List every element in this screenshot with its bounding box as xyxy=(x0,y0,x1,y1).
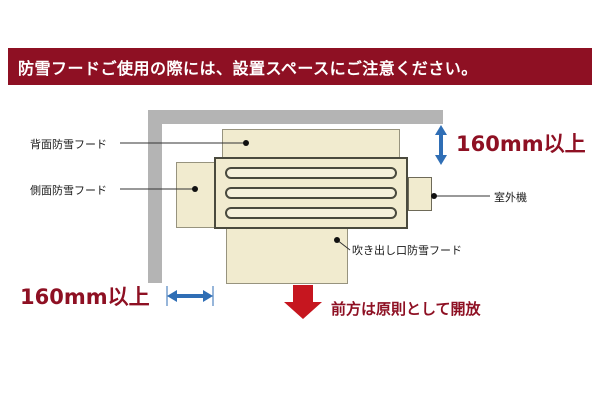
outdoor-unit-body xyxy=(214,157,408,229)
wall-top xyxy=(148,110,443,124)
outdoor-unit-tab xyxy=(408,177,432,211)
front-open-arrow xyxy=(284,285,322,319)
top-clearance-arrow xyxy=(435,125,447,165)
unit-grille-slat xyxy=(225,207,397,219)
outdoor-unit-label: 室外機 xyxy=(494,191,527,204)
unit-grille-slat xyxy=(225,167,397,179)
side-snow-hood xyxy=(176,162,215,228)
top-clearance-label: 160mm以上 xyxy=(456,132,586,156)
unit-grille-slat xyxy=(225,187,397,199)
side-hood-label: 側面防雪フード xyxy=(30,184,107,197)
blowout-hood-label: 吹き出し口防雪フード xyxy=(352,244,462,257)
blowout-snow-hood xyxy=(226,228,348,284)
warning-banner: 防雪フードご使用の際には、設置スペースにご注意ください。 xyxy=(8,48,592,85)
left-clearance-label: 160mm以上 xyxy=(20,285,150,309)
rear-snow-hood xyxy=(222,129,400,162)
warning-banner-text: 防雪フードご使用の際には、設置スペースにご注意ください。 xyxy=(18,58,478,78)
wall-left xyxy=(148,110,162,283)
left-clearance-arrow xyxy=(166,286,214,306)
front-open-note: 前方は原則として開放 xyxy=(331,300,481,318)
rear-hood-label: 背面防雪フード xyxy=(30,138,107,151)
outdoor-unit-leader xyxy=(431,193,490,199)
